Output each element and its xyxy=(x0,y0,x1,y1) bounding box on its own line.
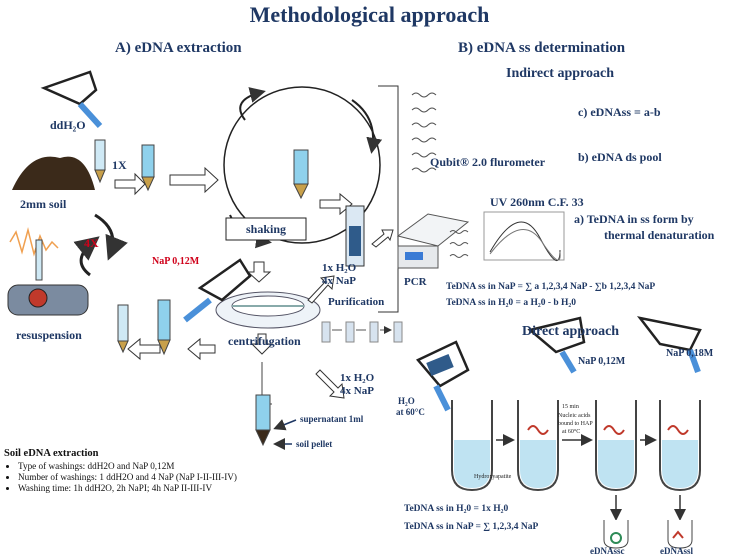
nap-label-a: NaP 0,12M xyxy=(152,256,200,267)
tube-icon-4 xyxy=(157,299,171,356)
shake-arrow-2 xyxy=(351,99,383,154)
uv-spectrum-icon xyxy=(483,211,565,261)
eDNAssc-label: eDNAssc xyxy=(590,546,625,556)
pcr-machine-icon xyxy=(396,213,470,269)
washes-label-3: 1x H₂O xyxy=(340,372,375,384)
bracket-line xyxy=(378,85,399,313)
box-item-2: Number of washings: 1 ddH2O and 4 NaP (N… xyxy=(18,472,334,482)
tube-icon-3 xyxy=(117,304,129,354)
arrow-to-pcr xyxy=(371,229,394,248)
pipette-icon-direct-1 xyxy=(527,316,586,374)
supernatant-label: supernatant 1ml xyxy=(300,414,364,424)
purification-label: Purification xyxy=(328,296,385,308)
onex-label: 1X xyxy=(112,158,127,172)
resuspension-label: resuspension xyxy=(16,328,82,342)
equation-2: TeDNA ss in H₂0 = a H₂0 - b H₂0 xyxy=(446,298,577,308)
box-item-3: Washing time: 1h ddH2O, 2h NaPI; 4h NaP … xyxy=(18,483,334,493)
u-tube-fills xyxy=(454,440,698,488)
shaking-box xyxy=(225,217,307,241)
arrow-down-tube xyxy=(250,333,274,355)
arrow-1x xyxy=(114,172,146,196)
a-label-1: a) TeDNA in ss form by xyxy=(574,212,694,226)
arrow-down-centrifuge xyxy=(246,261,272,283)
strand-pair-icon xyxy=(449,230,469,258)
box-item-1: Type of washings: ddH2O and NaP 0,12M xyxy=(18,461,334,471)
washes-label-4: 4x NaP xyxy=(340,385,374,397)
u-tubes-icon xyxy=(451,400,701,492)
pipette-icon-nap xyxy=(183,258,252,323)
a-label-2: thermal denaturation xyxy=(604,228,715,242)
qubit-label: Qubit® 2.0 flurometer xyxy=(430,155,546,169)
direct-title: Direct approach xyxy=(522,324,620,339)
tube-icon-2 xyxy=(141,144,155,192)
fourx-label: 4X xyxy=(84,236,99,250)
c-label: c) eDNAss = a-b xyxy=(578,105,661,119)
nucleic-acid-marks xyxy=(527,425,689,435)
tube-icon-1 xyxy=(94,139,106,184)
curved-arrow-2 xyxy=(73,236,100,277)
washes-label-2: 4x NaP xyxy=(322,275,356,287)
tube-icon-supernatant xyxy=(255,362,272,447)
arrow-to-resuspension xyxy=(127,337,161,361)
arrow-to-shaking xyxy=(169,166,219,194)
pcr-label: PCR xyxy=(404,276,427,288)
indirect-title: Indirect approach xyxy=(506,66,614,81)
dna-strands xyxy=(411,92,437,173)
soil-label: 2mm soil xyxy=(20,197,67,211)
shaking-label: shaking xyxy=(246,222,287,236)
h2o60-label-1: H₂O xyxy=(398,396,415,406)
arrow-centrifuge-left xyxy=(187,337,216,361)
box-list: Type of washings: ddH2O and NaP 0,12M Nu… xyxy=(4,461,334,493)
section-a-title: A) eDNA extraction xyxy=(115,40,242,56)
centrifuge-icon xyxy=(215,291,321,329)
soil-pile-icon xyxy=(12,156,95,190)
equation-4: TeDNA ss in NaP = ∑ 1,2,3,4 NaP xyxy=(404,522,539,532)
vortex-device-icon xyxy=(7,239,89,316)
pipette-icon-h2o xyxy=(415,340,470,412)
curved-arrow-1 xyxy=(94,213,128,261)
soilpellet-label: soil pellet xyxy=(296,439,333,449)
sound-wave-icon xyxy=(9,227,59,257)
section-b-title: B) eDNA ss determination xyxy=(458,40,626,56)
purification-steps-icon xyxy=(321,321,403,343)
uv-label: UV 260nm C.F. 33 xyxy=(490,195,584,209)
box-title: Soil eDNA extraction xyxy=(4,448,99,459)
page-title: Methodological approach xyxy=(249,2,490,27)
centrifugation-label: centrifugation xyxy=(228,334,301,348)
arrow-centrifuge-up xyxy=(307,275,335,304)
min15-label-3: bound to HAP xyxy=(558,421,593,427)
tube-icon-shaking xyxy=(293,149,309,200)
purification-column-icon xyxy=(345,205,365,267)
arrow-supernatant xyxy=(273,419,297,431)
shake-arrow-1 xyxy=(239,87,266,121)
hydroxyapatite-label: Hydroxyapatite xyxy=(474,474,512,480)
eDNAssl-label: eDNAssl xyxy=(660,546,693,556)
direct-nap012-label: NaP 0,12M xyxy=(578,356,626,367)
ddh2o-label: ddH₂O xyxy=(50,118,86,132)
direct-nap018-label: NaP 0,18M xyxy=(666,348,714,359)
equation-1: TeDNA ss in NaP = ∑ a 1,2,3,4 NaP - ∑b 1… xyxy=(446,282,656,292)
extraction-info-box: Soil eDNA extraction Type of washings: d… xyxy=(4,448,334,494)
h2o60-label-2: at 60°C xyxy=(396,407,425,417)
pipette-icon-ddh2o xyxy=(40,70,103,129)
equation-3: TeDNA ss in H₂0 = 1x H₂0 xyxy=(404,504,509,514)
pipette-icon-direct-2 xyxy=(636,316,702,374)
min15-label-1: 15 min xyxy=(562,404,579,410)
washes-label-1: 1x H₂O xyxy=(322,262,357,274)
arrow-centrifuge-down xyxy=(315,369,345,399)
b-label: b) eDNA ds pool xyxy=(578,150,662,164)
min15-label-2: Nucleic acids xyxy=(558,413,591,419)
min15-label-4: at 60°C xyxy=(562,429,581,435)
